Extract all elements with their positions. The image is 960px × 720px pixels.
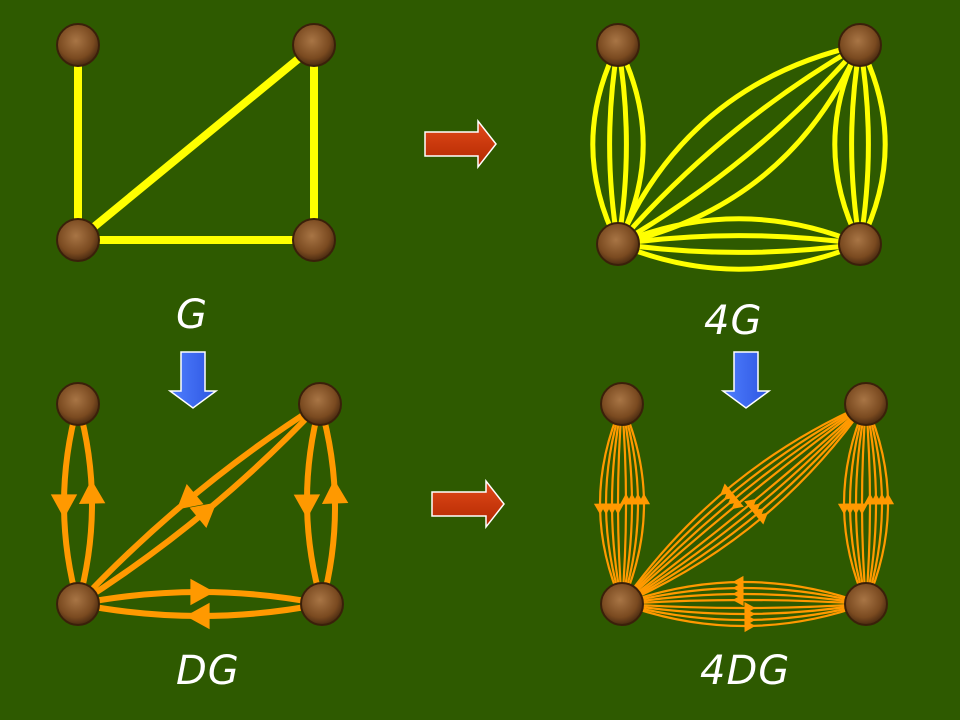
- 4dg-arrowhead-3-3: [837, 503, 851, 515]
- 4dg-edge-5-2: [621, 403, 867, 605]
- dg-arrowhead-7: [185, 602, 210, 630]
- direct-arrow-right: [720, 351, 772, 409]
- 4dg-edge-5-3: [621, 402, 867, 605]
- 4dg-edge-7-1: [621, 592, 867, 606]
- graph-g: [74, 42, 318, 244]
- label-dg: DG: [176, 648, 240, 694]
- 4g-edge-2-2: [616, 43, 862, 247]
- node-5: [838, 23, 882, 67]
- 4dg-arrowhead-5-2: [723, 488, 737, 500]
- 4dg-arrowhead-7-3: [732, 575, 744, 589]
- graph-4dg: [593, 402, 895, 633]
- dg-arrowhead-4: [189, 502, 217, 528]
- label-4dg: 4DG: [700, 648, 791, 694]
- 4dg-arrowhead-5-0: [731, 497, 744, 510]
- dg-edge-2: [317, 403, 339, 605]
- dg-arrowhead-5: [176, 484, 204, 510]
- 4g-edge-0-3: [590, 43, 621, 246]
- direct-arrow-left: [167, 351, 219, 409]
- nodes: [56, 23, 888, 626]
- 4dg-arrowhead-5-1: [727, 492, 741, 505]
- 4dg-arrowhead-4-1: [747, 503, 761, 516]
- 4dg-edge-4-2: [621, 403, 867, 605]
- 4dg-edge-4-3: [621, 403, 867, 606]
- 4dg-edge-5-1: [621, 403, 867, 605]
- 4dg-edge-6-1: [621, 602, 867, 616]
- 4g-edge-3-1: [617, 233, 861, 247]
- 4dg-arrowhead-0-3: [637, 493, 651, 505]
- 4g-edge-1-2: [849, 44, 863, 245]
- node-11: [300, 582, 344, 626]
- node-3: [292, 218, 336, 262]
- node-10: [56, 582, 100, 626]
- dg-arrowhead-6: [190, 578, 215, 606]
- 4dg-edge-6-3: [621, 602, 867, 628]
- node-8: [56, 382, 100, 426]
- 4dg-arrowhead-2-3: [881, 493, 895, 505]
- dg-arrowhead-3: [293, 494, 321, 519]
- 4dg-edge-7-3: [621, 580, 867, 606]
- 4dg-edge-6-2: [621, 602, 867, 622]
- node-1: [292, 23, 336, 67]
- graph-4g: [590, 42, 888, 272]
- node-0: [56, 23, 100, 67]
- 4dg-edge-6-0: [621, 602, 867, 610]
- dg-arrowhead-1: [50, 494, 78, 519]
- 4dg-edge-7-2: [621, 586, 867, 606]
- node-9: [298, 382, 342, 426]
- 4dg-edge-4-0: [621, 403, 867, 605]
- 4g-edge-0-2: [607, 44, 621, 245]
- 4g-edge-2-3: [617, 43, 863, 247]
- 4dg-edge-4-1: [621, 403, 867, 605]
- 4g-edge-0-1: [615, 44, 629, 245]
- 4dg-arrowhead-4-2: [751, 508, 765, 520]
- 4dg-arrowhead-6-3: [744, 619, 756, 633]
- dg-arrowhead-0: [78, 479, 106, 504]
- dg-edge-0: [75, 403, 95, 605]
- node-6: [596, 222, 640, 266]
- graph-dg: [50, 401, 349, 630]
- label-g: G: [176, 292, 208, 338]
- 4dg-arrowhead-4-0: [744, 498, 757, 511]
- transform-arrow-bottom: [431, 478, 505, 530]
- 4dg-arrowhead-5-3: [720, 483, 733, 496]
- 4dg-edge-5-0: [621, 403, 867, 605]
- 4dg-arrowhead-1-3: [593, 503, 607, 515]
- node-2: [56, 218, 100, 262]
- node-12: [600, 382, 644, 426]
- 4dg-edge-7-0: [621, 598, 867, 606]
- 4g-edge-2-0: [615, 42, 861, 246]
- node-4: [596, 23, 640, 67]
- node-13: [844, 382, 888, 426]
- node-14: [600, 582, 644, 626]
- 4g-edge-1-1: [857, 44, 871, 245]
- node-15: [844, 582, 888, 626]
- 4g-edge-1-0: [857, 43, 888, 246]
- dg-arrowhead-2: [321, 479, 349, 504]
- 4g-edge-3-2: [617, 241, 861, 255]
- 4g-edge-3-0: [617, 216, 861, 247]
- 4dg-arrowhead-4-3: [755, 512, 768, 525]
- 4g-edge-3-3: [617, 241, 861, 272]
- label-4g: 4G: [704, 298, 763, 344]
- node-7: [838, 222, 882, 266]
- 4g-edge-2-1: [616, 42, 862, 246]
- transform-arrow-top: [424, 118, 497, 170]
